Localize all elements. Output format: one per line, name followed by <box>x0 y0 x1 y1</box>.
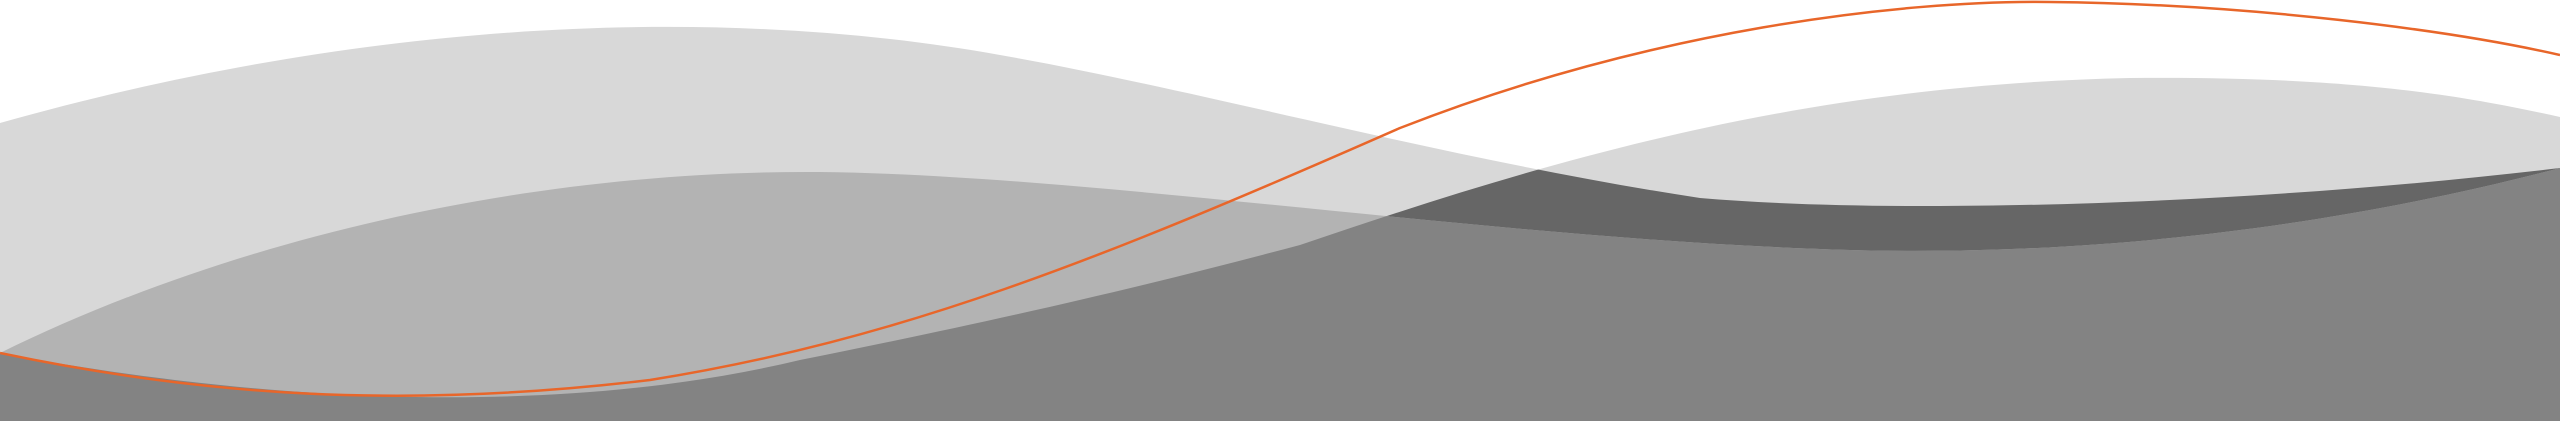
orange-accent-curve <box>0 0 2560 397</box>
